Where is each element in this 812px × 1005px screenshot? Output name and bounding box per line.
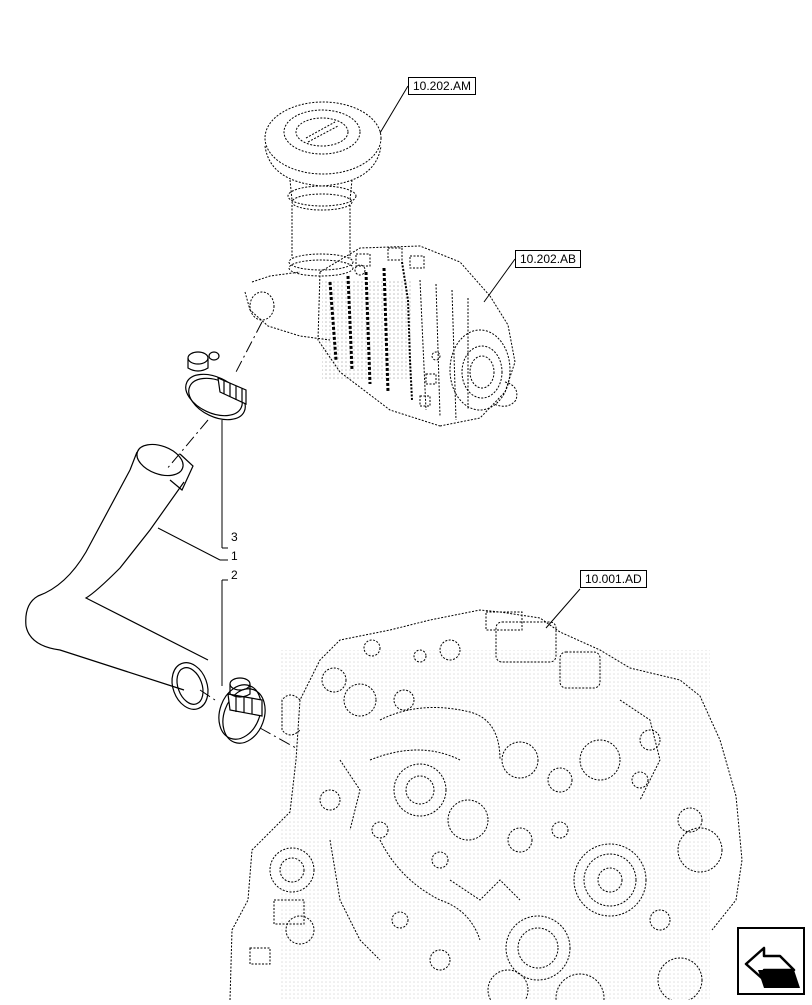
leader-line-air-cleaner (483, 258, 516, 303)
leader-line-engine (545, 588, 581, 629)
ref-engine[interactable]: 10.001.AD (580, 570, 647, 588)
next-page-button[interactable] (737, 927, 805, 995)
upper-hose-clamp (185, 351, 247, 421)
leader-line-air-cleaner-cap (379, 85, 409, 134)
callout-upper-clamp: 3 (231, 530, 238, 544)
callout-lower-clamp: 2 (231, 568, 238, 582)
callout-hose: 1 (231, 549, 238, 563)
ref-air-cleaner-cap[interactable]: 10.202.AM (408, 77, 477, 95)
lower-hose-clamp (218, 677, 266, 744)
callout-brackets (157, 420, 228, 686)
ref-air-cleaner[interactable]: 10.202.AB (515, 250, 582, 268)
air-cleaner-shading (322, 280, 412, 380)
intake-pipe (288, 205, 354, 277)
air-intake-hose (25, 443, 209, 710)
air-cleaner-cap (264, 101, 382, 211)
engine-shading (280, 650, 710, 1000)
next-page-arrow-icon[interactable] (744, 946, 800, 988)
